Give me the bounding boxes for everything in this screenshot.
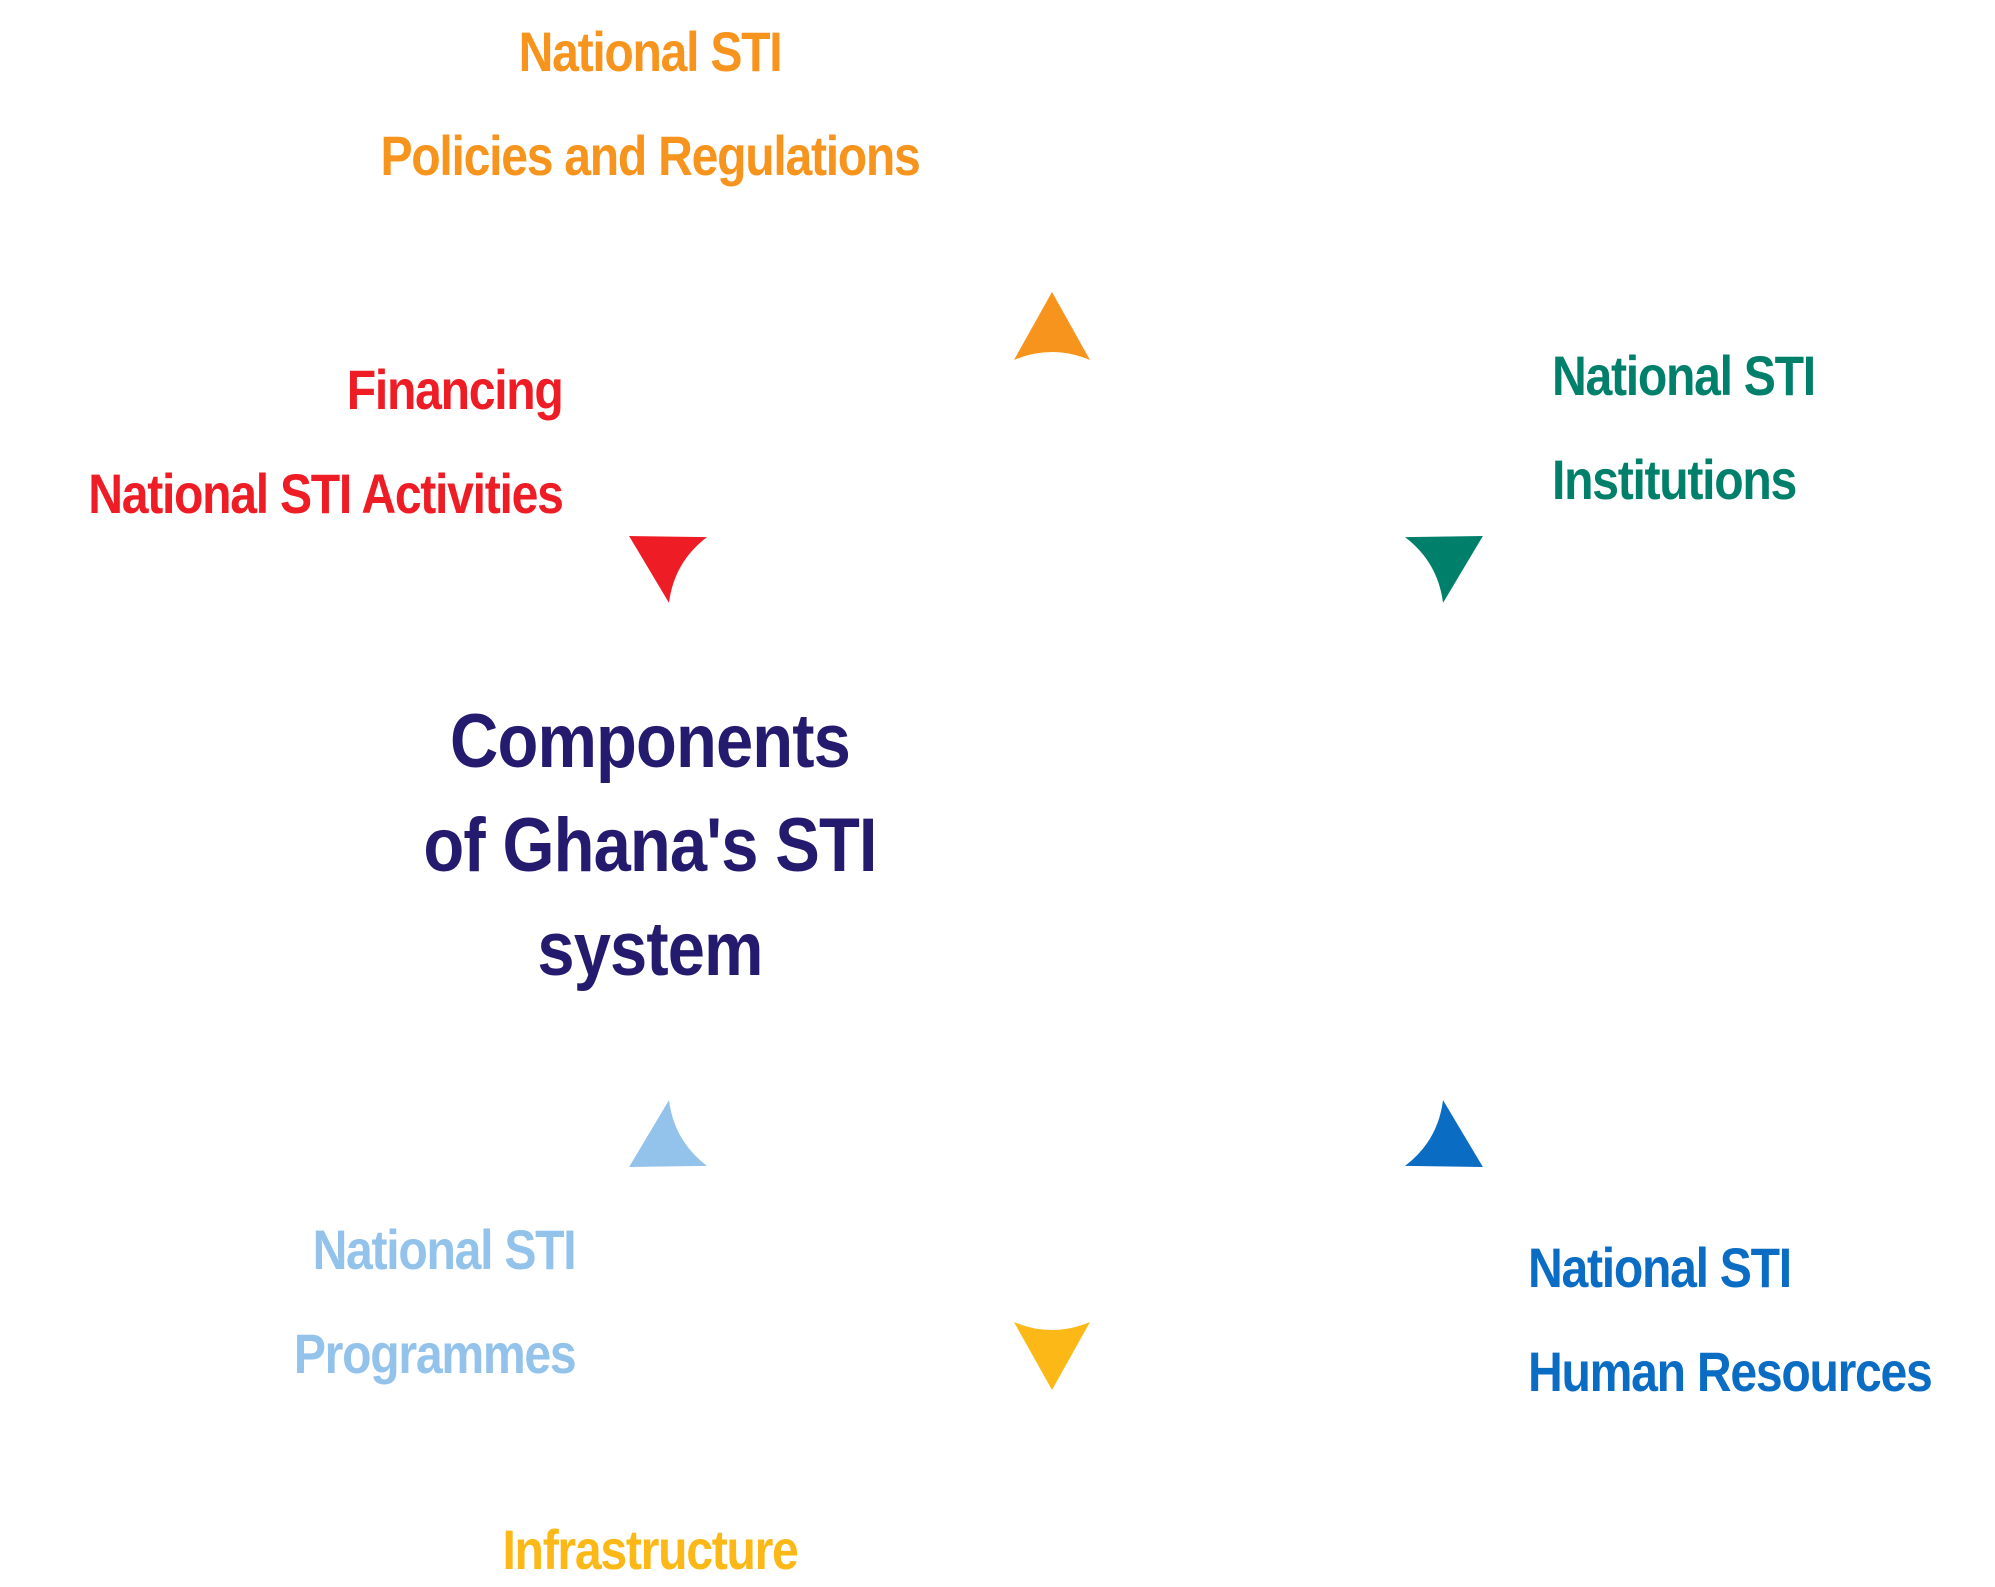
component-human-resources-line-1: National STI xyxy=(1528,1236,1792,1299)
arrow-human-resources-icon xyxy=(1405,1100,1483,1167)
center-title-line-3: system xyxy=(537,907,763,992)
center-title-line-2: of Ghana's STI xyxy=(423,803,877,888)
arrow-policies-icon xyxy=(1014,292,1090,360)
arrow-infrastructure-icon xyxy=(1014,1322,1090,1390)
component-programmes-line-2: Programmes xyxy=(293,1322,576,1385)
arrow-institutions-icon xyxy=(1405,536,1483,603)
arrow-financing-icon xyxy=(629,536,707,603)
component-infrastructure-line-1: Infrastructure xyxy=(502,1518,798,1581)
component-institutions-label: National STI Institutions xyxy=(1552,324,1816,532)
component-infrastructure-label: Infrastructure xyxy=(349,1498,951,1587)
component-institutions-line-2: Institutions xyxy=(1552,448,1797,511)
component-financing-label: Financing National STI Activities xyxy=(88,338,565,546)
component-programmes-line-1: National STI xyxy=(312,1218,576,1281)
component-policies-line-2: Policies and Regulations xyxy=(380,124,920,187)
component-financing-line-2: National STI Activities xyxy=(88,462,565,525)
component-human-resources-label: National STI Human Resources xyxy=(1528,1216,1933,1424)
component-human-resources-line-2: Human Resources xyxy=(1528,1340,1933,1403)
center-title-line-1: Components xyxy=(450,699,851,784)
component-policies-label: National STI Policies and Regulations xyxy=(263,0,1037,208)
component-financing-line-1: Financing xyxy=(347,358,564,421)
arrow-programmes-icon xyxy=(629,1100,707,1167)
component-programmes-label: National STI Programmes xyxy=(293,1198,576,1406)
component-institutions-line-1: National STI xyxy=(1552,344,1816,407)
center-title: Components of Ghana's STI system xyxy=(298,690,1002,1002)
component-policies-line-1: National STI xyxy=(518,20,783,83)
